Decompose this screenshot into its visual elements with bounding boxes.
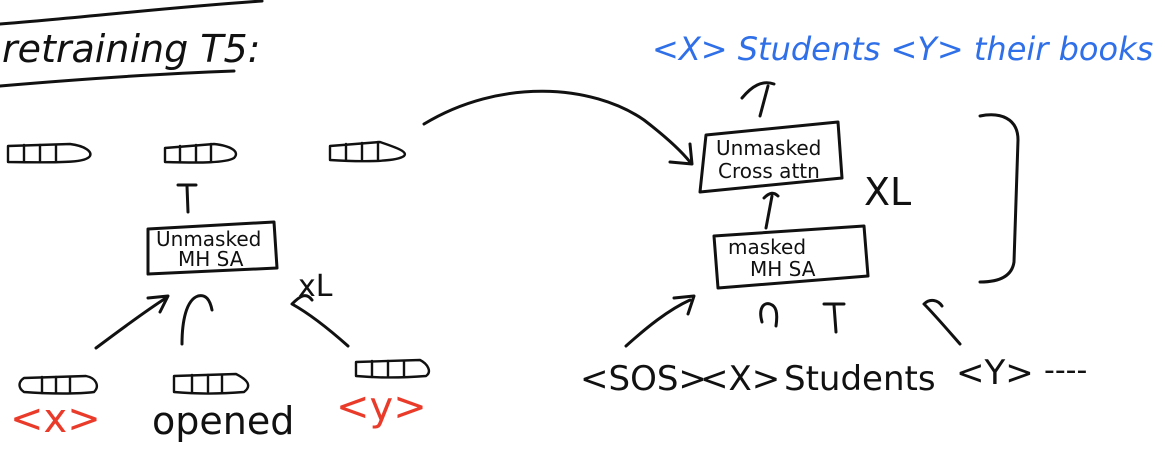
encoder-input-vector-1 xyxy=(18,374,98,395)
decoder-repeat-label: XL xyxy=(864,170,911,214)
decoder-input-token-sos: <SOS> xyxy=(580,359,707,399)
decoder-input-token-students: Students xyxy=(784,359,936,399)
encoder-input-vector-2 xyxy=(172,372,250,395)
decoder-repeat-bracket xyxy=(978,113,1020,284)
encoder-up-arrow xyxy=(176,183,198,214)
encoder-output-vector-3 xyxy=(328,140,407,163)
decoder-cross-label-line2: Cross attn xyxy=(718,159,820,183)
encoder-output-vector-1 xyxy=(6,142,92,164)
encoder-block-label-line1: Unmasked xyxy=(156,227,261,251)
encoder-input-token-1: <x> xyxy=(10,396,101,442)
decoder-input-ellipsis: ---- xyxy=(1044,353,1087,388)
encoder-input-vector-3 xyxy=(354,358,431,379)
decoder-input-arrow-3 xyxy=(822,302,846,334)
decoder-target-sequence: <X> Students <Y> their books xyxy=(652,30,1153,68)
top-divider-line xyxy=(0,0,264,26)
decoder-self-label-line2: MH SA xyxy=(750,257,816,281)
decoder-cross-label-line1: Unmasked xyxy=(716,136,821,160)
decoder-input-token-y: <Y> xyxy=(956,353,1034,393)
decoder-masked-self-attention-block: masked MH SA xyxy=(712,224,870,290)
decoder-input-arrow-4 xyxy=(922,298,962,346)
decoder-output-arrow xyxy=(740,81,776,118)
encoder-input-arrow-3 xyxy=(290,294,350,348)
encoder-to-decoder-arrow xyxy=(422,89,694,166)
decoder-inner-arrow xyxy=(762,191,780,230)
decoder-cross-attention-block: Unmasked Cross attn xyxy=(698,120,844,194)
encoder-output-vector-2 xyxy=(163,142,238,164)
encoder-repeat-label: xL xyxy=(298,269,333,304)
encoder-input-token-2: opened xyxy=(152,399,294,443)
page-title: retraining T5: xyxy=(2,27,261,71)
encoder-input-token-3: <y> xyxy=(336,384,427,430)
decoder-self-label-line1: masked xyxy=(728,235,806,259)
encoder-block-label-line2: MH SA xyxy=(178,247,244,271)
encoder-input-arrow-2 xyxy=(180,294,214,346)
decoder-input-token-x: <X> xyxy=(700,359,780,399)
decoder-input-arrow-2 xyxy=(759,302,779,328)
title-underline xyxy=(0,69,236,88)
decoder-input-arrow-1 xyxy=(624,294,696,348)
encoder-input-arrow-1 xyxy=(94,294,170,350)
encoder-self-attention-block: Unmasked MH SA xyxy=(146,220,279,276)
